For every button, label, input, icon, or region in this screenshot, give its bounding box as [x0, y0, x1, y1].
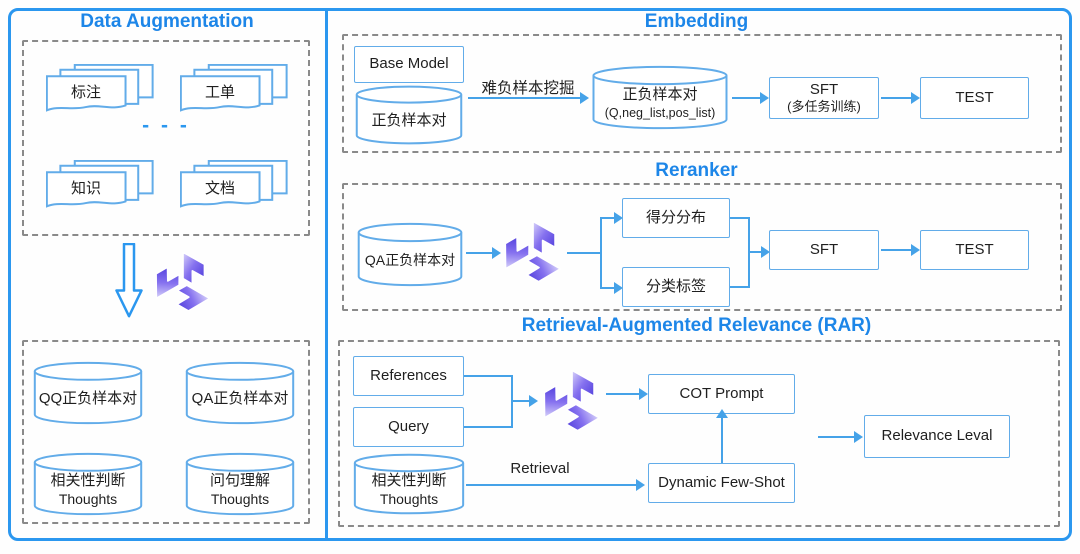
- document-stack-icon: [46, 64, 156, 116]
- db-qa-pairs-reranker: QA正负样本对: [356, 221, 464, 288]
- flow-arrow: [511, 395, 538, 407]
- db-label: QA正负样本对: [364, 251, 456, 268]
- flow-arrow: [748, 246, 770, 258]
- rar-group: [338, 340, 1060, 527]
- references-box: References: [353, 356, 464, 396]
- db-pos-neg-pairs: 正负样本对: [354, 84, 464, 146]
- db-label: QA正负样本对: [191, 389, 289, 407]
- sft-multitask-box: SFT (多任务训练): [769, 77, 879, 119]
- flow-arrow: [732, 92, 769, 104]
- qwen-logo-icon: [150, 251, 211, 316]
- panel-divider: [325, 8, 328, 541]
- connector-line: [730, 286, 749, 288]
- db-label: 问句理解: [209, 471, 270, 489]
- qwen-logo: [150, 250, 216, 316]
- db-qq-pairs: QQ正负样本对: [32, 360, 144, 426]
- db-label: 正负样本对: [622, 86, 698, 104]
- qwen-logo: [538, 368, 606, 436]
- flow-arrow: [881, 244, 920, 256]
- embedding-title: Embedding: [644, 11, 749, 32]
- doc-stack-biaozhu: 标注: [46, 64, 156, 116]
- db-label: 正负样本对: [371, 111, 447, 129]
- flow-arrow: [600, 282, 623, 294]
- db-qa-pairs: QA正负样本对: [184, 360, 296, 426]
- doc-stack-wendang: 文档: [180, 160, 290, 212]
- qwen-logo: [499, 219, 567, 287]
- db-mined-pairs: 正负样本对(Q,neg_list,pos_list): [590, 64, 730, 131]
- qwen-logo-icon: [499, 220, 562, 287]
- data-augmentation-title: Data Augmentation: [80, 11, 254, 32]
- score-distribution-box: 得分分布: [622, 198, 730, 238]
- generated-data-group: [22, 340, 310, 524]
- flow-arrow: [881, 92, 920, 104]
- rar-title: Retrieval-Augmented Relevance (RAR): [521, 315, 872, 336]
- embedding-group: [342, 34, 1062, 153]
- doc-label: 文档: [204, 180, 235, 197]
- database-icon: [32, 451, 144, 517]
- database-icon: [590, 64, 730, 131]
- doc-label: 工单: [204, 84, 235, 101]
- doc-label: 知识: [70, 180, 101, 197]
- database-icon: [184, 360, 296, 426]
- db-label: 相关性判断: [371, 471, 447, 489]
- database-icon: [184, 451, 296, 517]
- connector-line: [464, 426, 512, 428]
- document-stack-icon: [46, 160, 156, 212]
- connector-line: [567, 252, 601, 254]
- down-arrow-icon: [114, 243, 144, 319]
- flow-arrow: [818, 431, 863, 443]
- db-label: QQ正负样本对: [38, 389, 138, 407]
- cot-prompt-box: COT Prompt: [648, 374, 795, 414]
- raw-data-group: [22, 40, 310, 236]
- flow-arrow-up: [716, 409, 728, 463]
- hard-negative-mining-label: 难负样本挖掘: [481, 80, 575, 97]
- reranker-group: [342, 183, 1062, 311]
- doc-label: 标注: [70, 84, 101, 101]
- flow-arrow: [606, 388, 648, 400]
- base-model-box: Base Model: [354, 46, 464, 83]
- reranker-title: Reranker: [655, 160, 738, 181]
- dynamic-few-shot-box: Dynamic Few-Shot: [648, 463, 795, 503]
- flow-arrow: [466, 247, 501, 259]
- class-label-box: 分类标签: [622, 267, 730, 307]
- outer-frame: [8, 8, 1072, 541]
- retrieval-label: Retrieval: [510, 460, 570, 477]
- database-icon: [356, 221, 464, 288]
- test-box-reranker: TEST: [920, 230, 1029, 270]
- database-icon: [352, 452, 466, 516]
- more-sources-ellipsis: - - -: [142, 114, 190, 137]
- document-stack-icon: [180, 64, 290, 116]
- flow-arrow: [600, 212, 623, 224]
- flow-arrow: [466, 479, 645, 491]
- qwen-logo-icon: [538, 369, 601, 436]
- connector-line: [464, 375, 512, 377]
- connector-line: [600, 218, 602, 288]
- database-icon: [354, 84, 464, 146]
- doc-stack-gongdan: 工单: [180, 64, 290, 116]
- flow-arrow: [468, 92, 589, 104]
- sft-box-reranker: SFT: [769, 230, 879, 270]
- connector-line: [730, 217, 749, 219]
- db-label: 相关性判断: [50, 471, 126, 489]
- doc-stack-zhishi: 知识: [46, 160, 156, 212]
- document-stack-icon: [180, 160, 290, 212]
- relevance-level-box: Relevance Leval: [864, 415, 1010, 458]
- database-icon: [32, 360, 144, 426]
- query-box: Query: [353, 407, 464, 447]
- test-box-embedding: TEST: [920, 77, 1029, 119]
